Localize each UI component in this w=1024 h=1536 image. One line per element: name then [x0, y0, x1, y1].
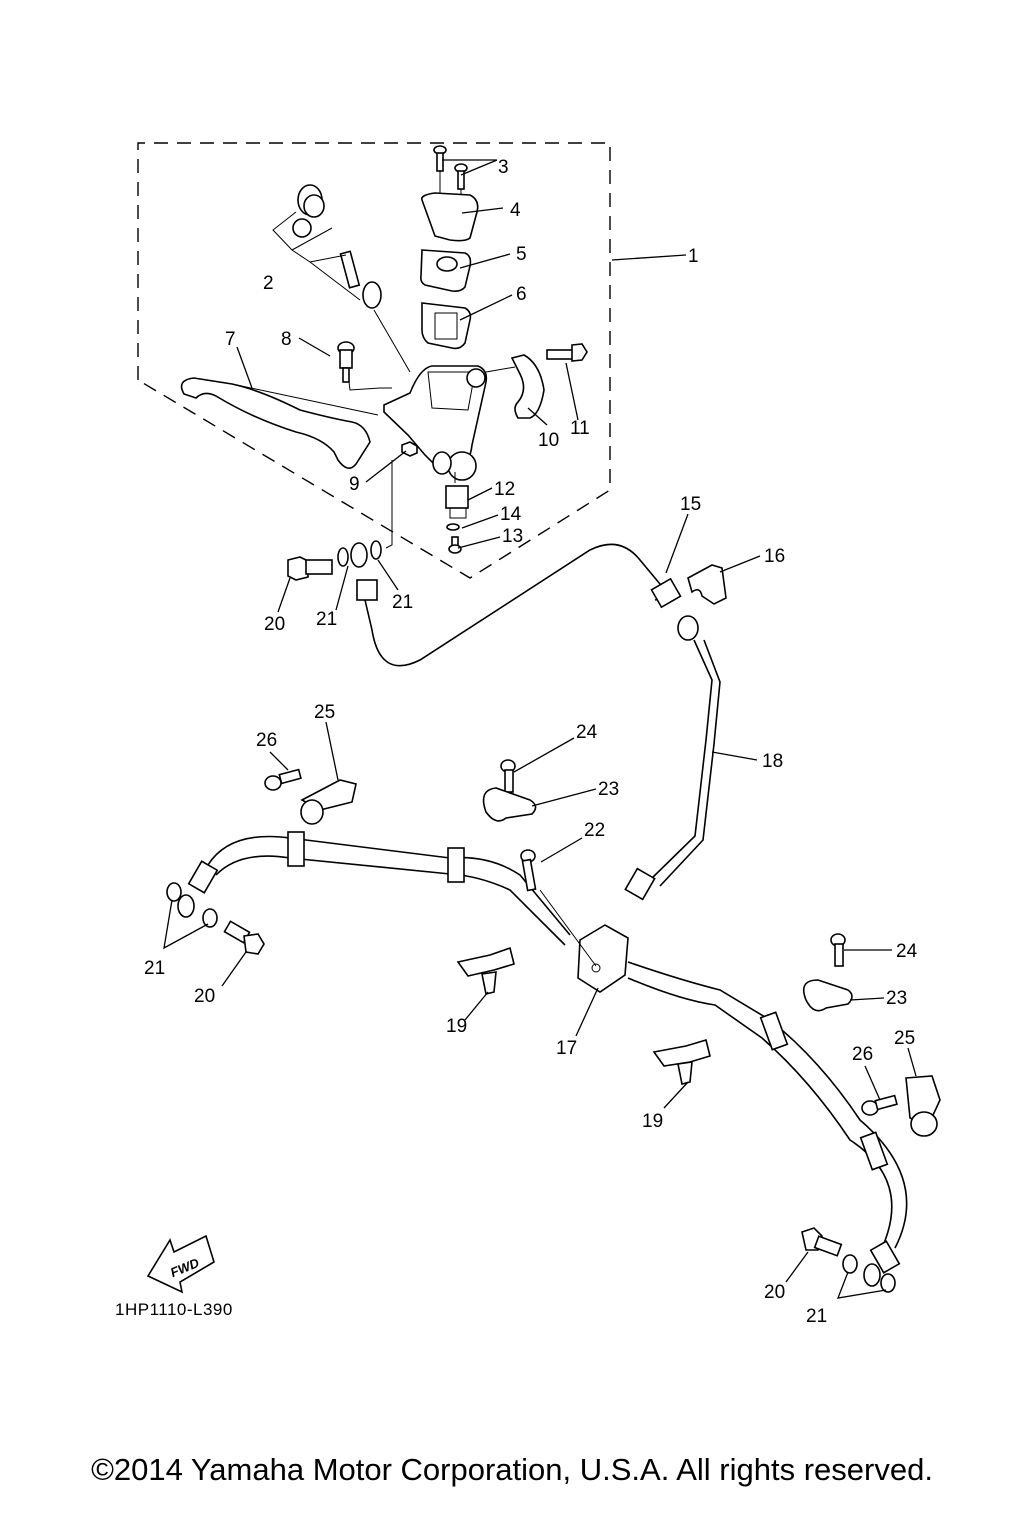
callout-18[interactable]: 18: [762, 751, 783, 772]
part-20-union-bolt-left[interactable]: [223, 920, 265, 955]
callout-3[interactable]: 3: [498, 157, 509, 178]
copyright-notice: ©2014 Yamaha Motor Corporation, U.S.A. A…: [91, 1452, 933, 1487]
part-21-gasket-left-b[interactable]: [202, 908, 218, 928]
callout-25-upper[interactable]: 25: [314, 702, 335, 723]
callout-8[interactable]: 8: [281, 329, 292, 350]
part-22-bolt[interactable]: [520, 849, 597, 967]
part-4-reservoir-cap[interactable]: [420, 192, 479, 242]
callout-26-upper[interactable]: 26: [256, 730, 277, 751]
part-23-clamp-lower[interactable]: [802, 979, 853, 1012]
callout-6[interactable]: 6: [516, 284, 527, 305]
callout-21-left[interactable]: 21: [144, 958, 165, 979]
part-11-holder-bolt[interactable]: [546, 343, 588, 362]
callout-25-lower[interactable]: 25: [894, 1028, 915, 1049]
part-9-nut[interactable]: [401, 441, 418, 457]
callout-9[interactable]: 9: [349, 474, 360, 495]
part-23-clamp-upper[interactable]: [482, 787, 537, 822]
callout-13[interactable]: 13: [502, 526, 523, 547]
callout-14[interactable]: 14: [500, 504, 522, 525]
callout-24-lower[interactable]: 24: [896, 941, 918, 962]
part-25-stay-lower[interactable]: [905, 1075, 941, 1137]
assembly-boundary: [137, 142, 611, 579]
part-21-gasket-right-b[interactable]: [880, 1273, 896, 1293]
fwd-arrow: FWD: [146, 1234, 215, 1294]
callout-19-left[interactable]: 19: [446, 1016, 467, 1037]
part-21-gasket-left-a[interactable]: [166, 882, 182, 902]
callouts: 1 2 3 4 5 6 7 8 9 10 11 12 14 13 15 16 1…: [144, 157, 918, 1327]
part-21-gasket-top-right[interactable]: [370, 540, 382, 560]
part-6-diaphragm[interactable]: [421, 302, 472, 350]
part-14-washer[interactable]: [446, 523, 460, 531]
part-26-bolt-lower[interactable]: [861, 1094, 898, 1116]
part-13-screw[interactable]: [448, 536, 462, 554]
parts-diagram: FWD: [137, 142, 941, 1327]
part-19-clip-left[interactable]: [456, 946, 515, 995]
callout-22[interactable]: 22: [584, 820, 605, 841]
callout-4[interactable]: 4: [510, 200, 521, 221]
callout-21-top-left[interactable]: 21: [316, 609, 337, 630]
callout-24-upper[interactable]: 24: [576, 722, 598, 743]
callout-21-right[interactable]: 21: [806, 1306, 827, 1327]
part-brake-hose-left[interactable]: [177, 831, 571, 946]
diagram-reference-code: 1HP1110-L390: [115, 1300, 233, 1319]
part-18-brake-pipe[interactable]: [624, 615, 721, 901]
callout-23-lower[interactable]: 23: [886, 988, 907, 1009]
callout-19-right[interactable]: 19: [642, 1111, 663, 1132]
master-cylinder-body[interactable]: [383, 365, 516, 481]
part-21-gasket-right-a[interactable]: [842, 1254, 858, 1274]
part-19-clip-right[interactable]: [652, 1038, 711, 1085]
part-24-bolt-upper[interactable]: [500, 759, 516, 793]
callout-15[interactable]: 15: [680, 494, 701, 515]
part-20-union-bolt-top[interactable]: [287, 556, 333, 581]
leader-lines: [163, 159, 917, 1299]
part-8-pivot-bolt[interactable]: [337, 341, 392, 391]
callout-5[interactable]: 5: [516, 244, 527, 265]
part-16-clip[interactable]: [687, 564, 727, 605]
callout-12[interactable]: 12: [494, 479, 515, 500]
callout-20-left[interactable]: 20: [194, 986, 215, 1007]
callout-20-right[interactable]: 20: [764, 1282, 785, 1303]
part-15-brake-hose-upper[interactable]: [356, 543, 682, 667]
part-25-stay-upper[interactable]: [300, 779, 357, 825]
part-2-piston-kit[interactable]: [272, 184, 411, 373]
part-10-holder[interactable]: [510, 354, 545, 419]
part-7-brake-lever[interactable]: [180, 377, 371, 469]
callout-16[interactable]: 16: [764, 546, 785, 567]
callout-11[interactable]: 11: [570, 418, 590, 439]
callout-26-lower[interactable]: 26: [852, 1044, 873, 1065]
part-24-bolt-lower[interactable]: [830, 933, 846, 967]
part-20-union-bolt-right[interactable]: [801, 1227, 843, 1257]
callout-20-top[interactable]: 20: [264, 614, 285, 635]
callout-7[interactable]: 7: [225, 329, 236, 350]
callout-17[interactable]: 17: [556, 1038, 577, 1059]
part-17-joint[interactable]: [577, 924, 629, 993]
part-brake-hose-right[interactable]: [627, 961, 908, 1287]
callout-21-top-right[interactable]: 21: [392, 592, 413, 613]
callout-23-upper[interactable]: 23: [598, 779, 619, 800]
callout-1[interactable]: 1: [688, 246, 699, 267]
callout-2[interactable]: 2: [263, 273, 274, 294]
callout-10[interactable]: 10: [538, 430, 559, 451]
part-21-gasket-top-left[interactable]: [337, 547, 349, 567]
part-12-brake-switch[interactable]: [445, 472, 469, 519]
part-26-bolt-upper[interactable]: [264, 768, 302, 791]
